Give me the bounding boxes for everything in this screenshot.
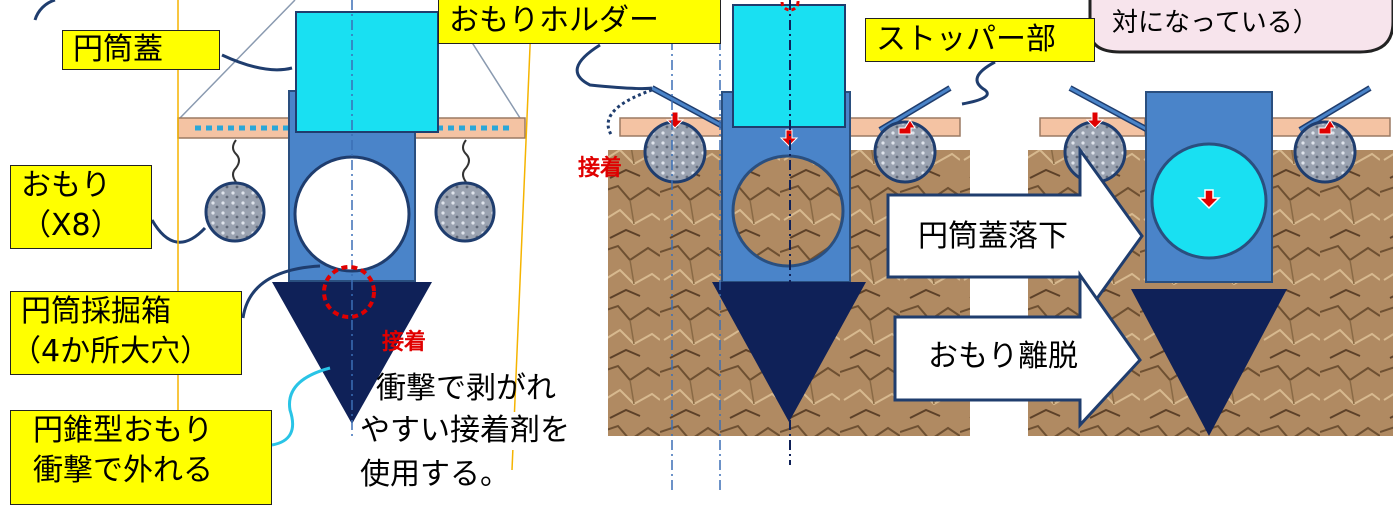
red-arrow-1: [665, 111, 685, 129]
adhesive-note-line2: やすい接着剤を: [360, 412, 570, 450]
weight-left-middle: [643, 120, 707, 184]
red-arrow-4: [1085, 111, 1105, 129]
leader-holder: [575, 43, 653, 91]
cone-right: [1131, 289, 1287, 436]
guide-line-2: [511, 0, 533, 471]
label-cylinder-lid: 円筒蓋: [62, 30, 220, 70]
label-dig-box-line1: 円筒採掘箱: [21, 294, 171, 329]
leader-lid: [221, 53, 293, 72]
red-arrow-3: [898, 119, 916, 135]
weight-ball-left: [204, 181, 266, 243]
adhesive-label-1: 接着: [382, 330, 427, 355]
label-cone-weight: 円錐型おもり 衝撃で外れる: [10, 410, 272, 505]
leader-box: [241, 264, 321, 319]
label-weight-holder: おもりホルダー: [438, 0, 721, 44]
leader-holder-dotted: [606, 88, 653, 137]
label-stopper: ストッパー部: [865, 18, 1095, 62]
weight-right-middle: [873, 120, 937, 184]
label-weight-line1: おもり: [21, 168, 111, 203]
partial-circle: [33, 0, 56, 21]
lid-drop-label: 円筒蓋落下: [918, 219, 1068, 254]
cone-weight: [272, 282, 432, 424]
spring-left: [232, 139, 240, 183]
label-dig-box: 円筒採掘箱 （4か所大穴）: [10, 291, 242, 375]
weight-release-label: おもり離脱: [928, 339, 1078, 374]
weight-release-arrow-shape: [893, 270, 1142, 429]
adhesive-marker: [322, 265, 376, 319]
label-cone-line2: 衝撃で外れる: [33, 453, 213, 488]
lid-drop-arrow-shape: [886, 145, 1144, 327]
leader-stopper: [961, 60, 996, 106]
adhesive-note-line3: 使用する。: [360, 457, 510, 492]
red-arrow-5: [1318, 119, 1336, 135]
lid-drop-arrow: [1197, 189, 1221, 210]
weight-ball-right: [434, 181, 496, 243]
label-dig-box-line2: （4か所大穴）: [11, 334, 211, 369]
top-adhesive-mark: [780, 0, 800, 12]
left-diagram: [33, 0, 533, 505]
label-weight-line2: （X8）: [21, 208, 121, 243]
adhesive-note-line1: 衝撃で剥がれ: [376, 371, 556, 406]
cylinder-lid: [295, 11, 439, 133]
cone-middle: [712, 282, 866, 422]
spring-right: [462, 139, 470, 183]
soil-in-box: [731, 154, 845, 268]
adhesive-label-2: 接着: [578, 156, 623, 181]
weight-right-right: [1293, 120, 1357, 184]
leader-cone: [271, 366, 331, 447]
label-weight: おもり （X8）: [10, 165, 152, 249]
bubble-text: 対になっている）: [1112, 8, 1319, 38]
label-cone-line1: 円錐型おもり: [33, 413, 213, 448]
red-arrow-2: [779, 129, 799, 147]
leader-weight: [150, 219, 207, 244]
